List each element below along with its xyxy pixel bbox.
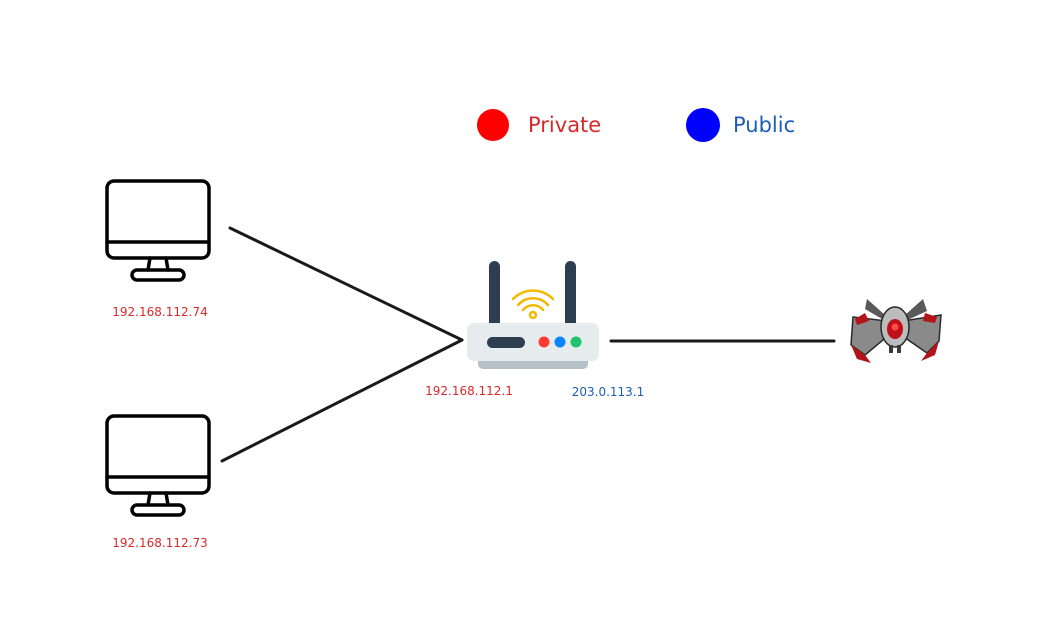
wifi-signal-icon [511,289,555,320]
ip-label-computer-bottom: 192.168.112.73 [112,536,207,550]
legend: Private Public [477,108,795,142]
remote-host [850,299,942,363]
legend-public-dot [686,108,720,142]
connections [220,226,836,463]
ip-label-router-public: 203.0.113.1 [572,385,645,399]
computer-top: 192.168.112.74 [105,179,211,319]
link-top-computer-router [228,226,464,342]
router-led-red [538,336,550,348]
computer-bottom: 192.168.112.73 [105,414,211,550]
router-led-blue [554,336,566,348]
legend-private-label: Private [528,113,601,137]
router: 192.168.112.1 203.0.113.1 [425,261,644,399]
monitor-icon [105,414,211,517]
legend-private-dot [477,109,509,141]
wifi-router-icon [467,261,599,369]
link-bottom-computer-router [220,338,464,463]
legend-public-label: Public [733,113,795,137]
ip-label-router-private: 192.168.112.1 [425,384,513,398]
ip-label-computer-top: 192.168.112.74 [112,305,207,319]
spaceship-icon [850,299,942,363]
monitor-icon [105,179,211,282]
router-led-green [570,336,582,348]
